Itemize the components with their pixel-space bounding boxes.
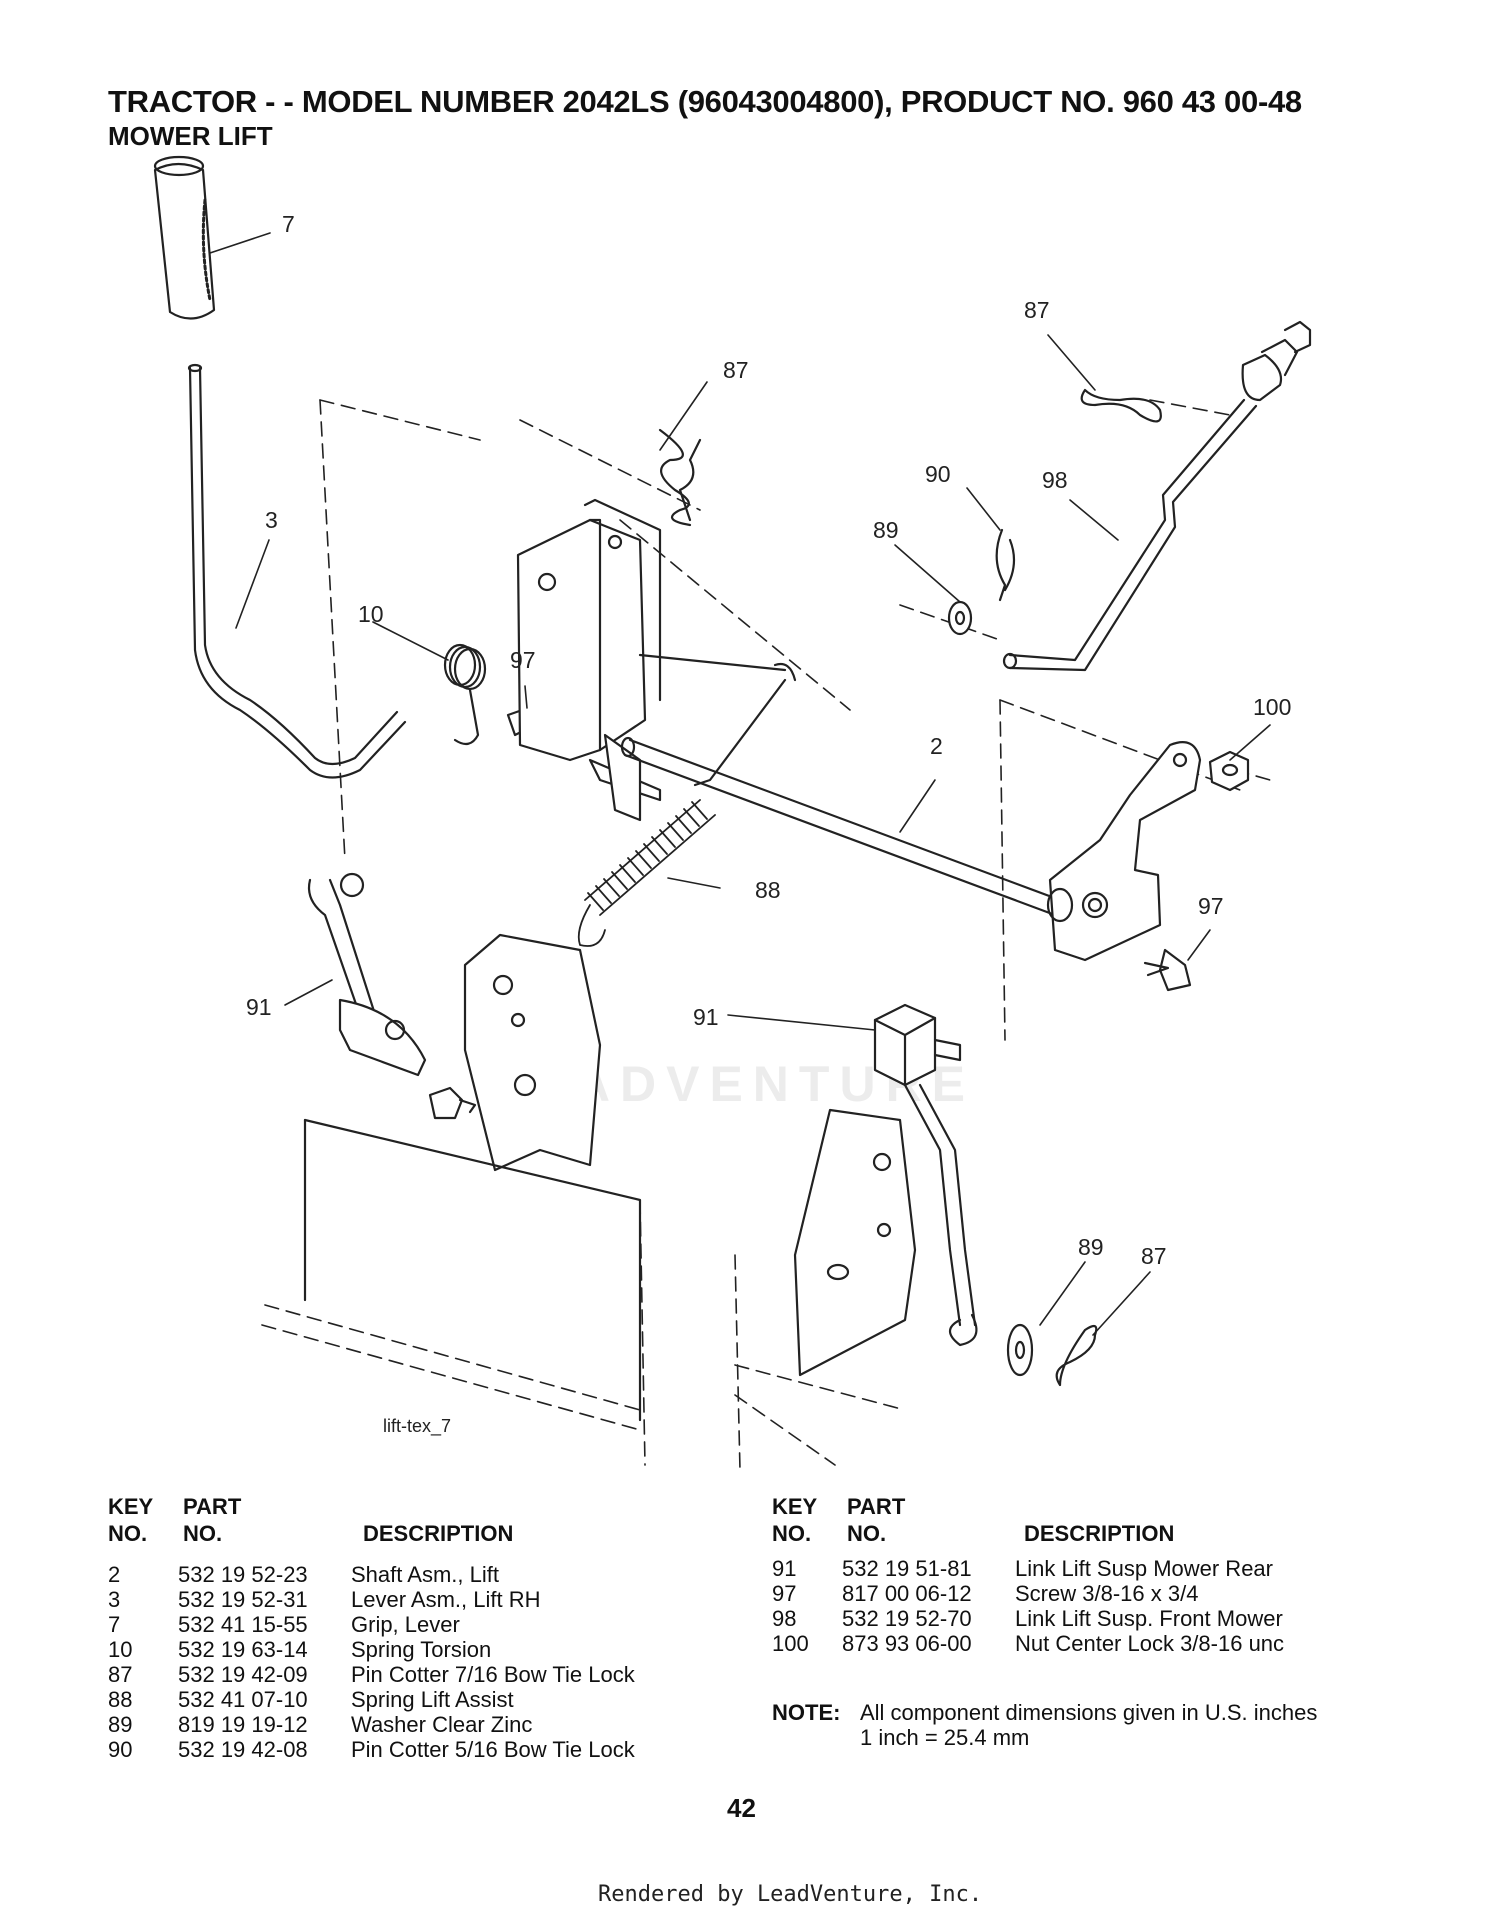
assist-spring — [577, 799, 716, 947]
description-cell: Pin Cotter 5/16 Bow Tie Lock — [351, 1737, 635, 1762]
part-cell: 817 00 06-12 — [842, 1581, 972, 1606]
image-label: lift-tex_7 — [383, 1416, 451, 1437]
description-cell: Link Lift Susp Mower Rear — [1015, 1556, 1273, 1581]
callout-2: 2 — [930, 733, 943, 759]
callout-leaders — [209, 232, 1271, 1336]
left-deck — [303, 1118, 642, 1422]
description-cell: Screw 3/8-16 x 3/4 — [1015, 1581, 1199, 1606]
header-description-right: DESCRIPTION — [1024, 1521, 1175, 1546]
key-cell: 100 — [772, 1631, 809, 1656]
callout-89-top: 89 — [873, 517, 899, 543]
grip-lever — [153, 155, 216, 320]
key-cell: 2 — [108, 1562, 121, 1587]
key-cell: 97 — [772, 1581, 797, 1606]
part-cell: 532 19 52-31 — [178, 1587, 308, 1612]
header-description: DESCRIPTION — [363, 1521, 514, 1546]
page-number: 42 — [727, 1793, 756, 1823]
note-line-1: All component dimensions given in U.S. i… — [860, 1700, 1318, 1725]
part-cell: 532 19 63-14 — [178, 1637, 308, 1662]
section-subtitle: MOWER LIFT — [108, 121, 273, 151]
key-cell: 91 — [772, 1556, 797, 1581]
callout-98: 98 — [1042, 467, 1068, 493]
callout-88: 88 — [755, 877, 781, 903]
header-key-2: NO. — [108, 1521, 148, 1546]
callout-7: 7 — [282, 211, 295, 237]
callout-89-bottom: 89 — [1078, 1234, 1104, 1260]
page-title: TRACTOR - - MODEL NUMBER 2042LS (9604300… — [108, 84, 1302, 119]
rear-link-right — [873, 1003, 978, 1347]
header-key-1: KEY — [108, 1494, 154, 1519]
part-cell: 532 19 42-08 — [178, 1737, 308, 1762]
parts-table-right: KEY NO. PART NO. DESCRIPTION 91 532 19 51… — [772, 1494, 1392, 1656]
assist-spring-link — [638, 653, 797, 787]
callout-10: 10 — [358, 601, 384, 627]
lock-nut — [1208, 750, 1250, 792]
screw-right — [1143, 948, 1192, 992]
description-cell: Washer Clear Zinc — [351, 1712, 533, 1737]
torsion-spring — [443, 643, 487, 746]
description-cell: Spring Lift Assist — [351, 1687, 514, 1712]
callout-87-right: 87 — [1024, 297, 1050, 323]
description-cell: Lever Asm., Lift RH — [351, 1587, 541, 1612]
part-cell: 819 19 19-12 — [178, 1712, 308, 1737]
bow-tie-pin-top — [658, 428, 702, 527]
key-cell: 7 — [108, 1612, 121, 1637]
right-lift-arm — [1046, 741, 1202, 962]
callout-91-right: 91 — [693, 1004, 719, 1030]
parts-table-left: KEY NO. PART NO. DESCRIPTION 2 532 19 52-… — [108, 1494, 708, 1774]
mounting-bracket — [516, 498, 662, 822]
callout-97-left: 97 — [510, 647, 536, 673]
header-part-2-right: NO. — [847, 1521, 887, 1546]
callout-91-left: 91 — [246, 994, 272, 1020]
header-part-2: NO. — [183, 1521, 223, 1546]
header-key-2-right: NO. — [772, 1521, 812, 1546]
callout-87-top: 87 — [723, 357, 749, 383]
bow-tie-pin-bottom — [1055, 1324, 1098, 1387]
bow-tie-pin-right — [1080, 388, 1162, 423]
nut-left — [428, 1086, 477, 1120]
part-cell: 532 41 07-10 — [178, 1687, 308, 1712]
front-link — [1002, 320, 1312, 672]
key-cell: 90 — [108, 1737, 133, 1762]
callout-87-bottom: 87 — [1141, 1243, 1167, 1269]
part-cell: 532 41 15-55 — [178, 1612, 308, 1637]
callout-3: 3 — [265, 507, 278, 533]
lift-lever — [187, 363, 407, 779]
key-cell: 89 — [108, 1712, 133, 1737]
key-cell: 88 — [108, 1687, 133, 1712]
description-cell: Link Lift Susp. Front Mower — [1015, 1606, 1283, 1631]
key-cell: 98 — [772, 1606, 797, 1631]
callout-90: 90 — [925, 461, 951, 487]
part-cell: 532 19 42-09 — [178, 1662, 308, 1687]
description-cell: Pin Cotter 7/16 Bow Tie Lock — [351, 1662, 635, 1687]
header-part-1-right: PART — [847, 1494, 906, 1519]
part-cell: 532 19 51-81 — [842, 1556, 972, 1581]
washer-top — [947, 600, 973, 636]
left-hanger-bracket — [463, 933, 602, 1172]
part-cell: 532 19 52-23 — [178, 1562, 308, 1587]
header-key-1-right: KEY — [772, 1494, 818, 1519]
exploded-parts-diagram: 7 87 87 3 90 98 89 10 97 100 2 88 97 91 … — [153, 155, 1312, 1471]
washer-bottom — [1006, 1323, 1034, 1377]
description-cell: Grip, Lever — [351, 1612, 460, 1637]
part-cell: 532 19 52-70 — [842, 1606, 972, 1631]
note-label: NOTE: — [772, 1700, 841, 1725]
rear-link-left — [307, 872, 427, 1077]
description-cell: Nut Center Lock 3/8-16 unc — [1015, 1631, 1285, 1656]
callout-100: 100 — [1253, 694, 1291, 720]
key-cell: 10 — [108, 1637, 133, 1662]
right-hanger-bracket — [793, 1108, 917, 1377]
header-part-1: PART — [183, 1494, 242, 1519]
bow-tie-pin-small — [995, 528, 1016, 602]
footer-credit: Rendered by LeadVenture, Inc. — [598, 1882, 983, 1907]
key-cell: 3 — [108, 1587, 121, 1612]
key-cell: 87 — [108, 1662, 133, 1687]
description-cell: Spring Torsion — [351, 1637, 492, 1662]
part-cell: 873 93 06-00 — [842, 1631, 972, 1656]
lift-shaft — [620, 736, 1062, 917]
callout-97-right: 97 — [1198, 893, 1224, 919]
note-line-2: 1 inch = 25.4 mm — [860, 1725, 1030, 1750]
description-cell: Shaft Asm., Lift — [351, 1562, 499, 1587]
